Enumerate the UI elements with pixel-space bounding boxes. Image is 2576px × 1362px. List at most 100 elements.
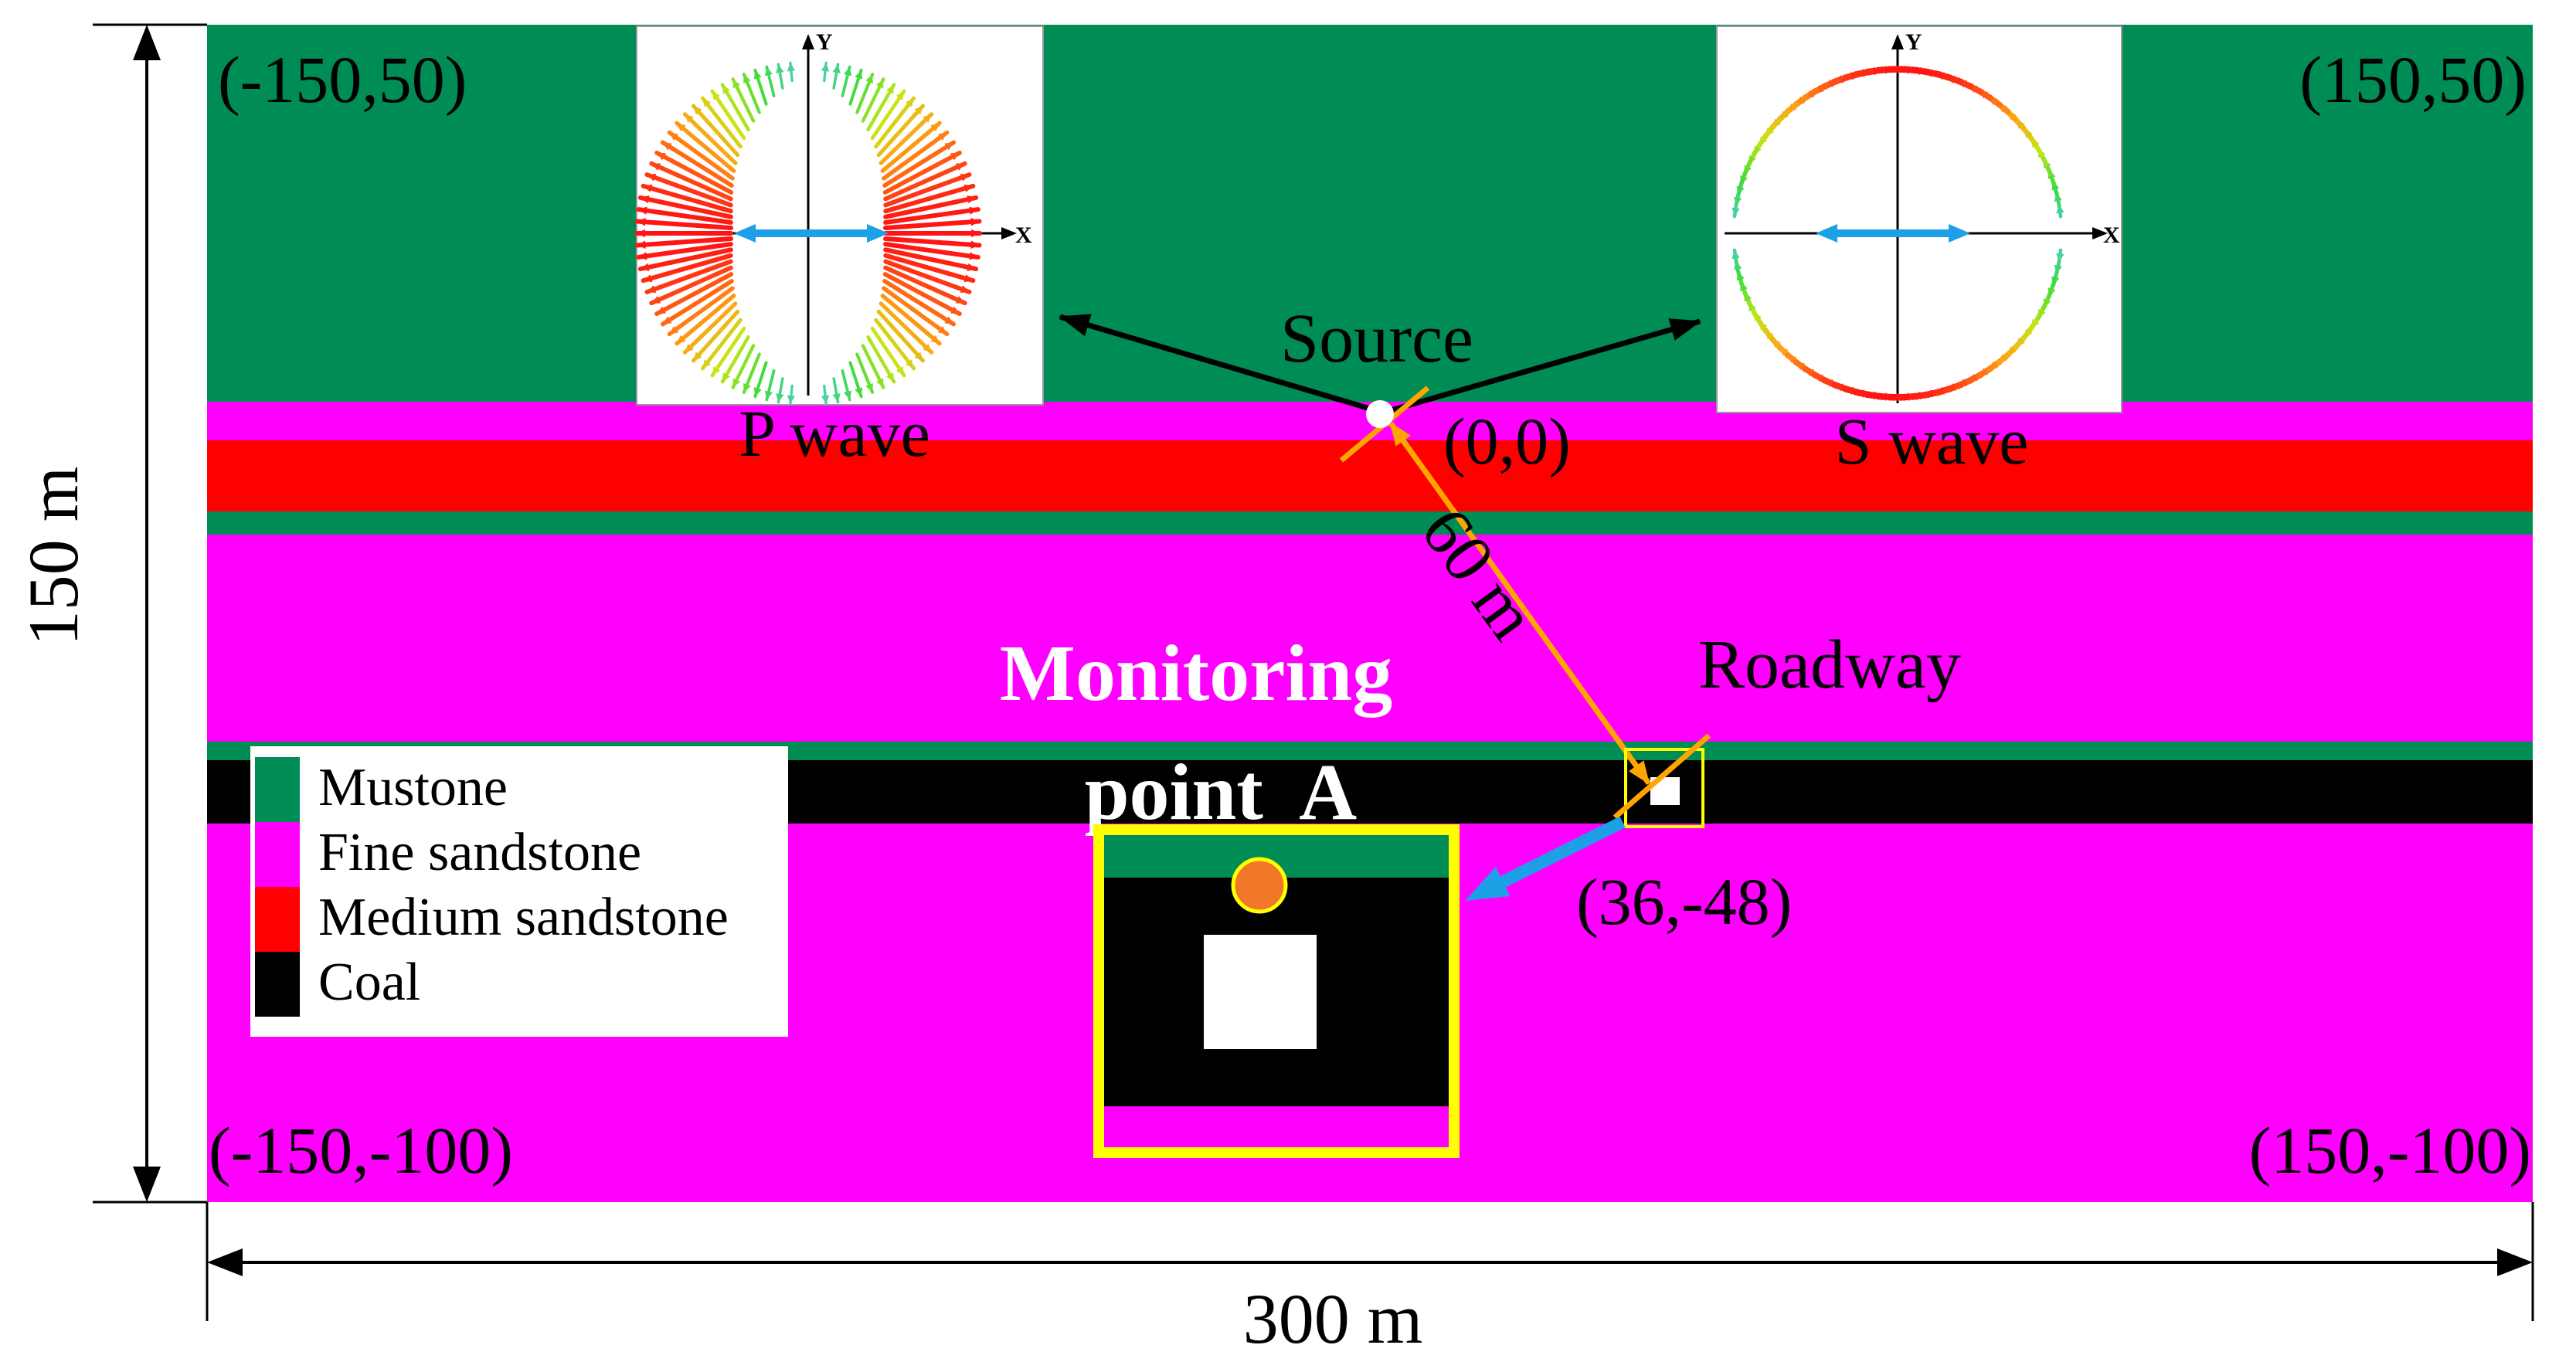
radiation-vector-head bbox=[865, 382, 873, 392]
radiation-vector-head bbox=[844, 66, 852, 76]
corner-top-right: (150,50) bbox=[2299, 42, 2527, 117]
radiation-vector-head bbox=[722, 84, 730, 94]
s-wave-inset: X Y bbox=[1716, 25, 2122, 413]
radiation-vector-head bbox=[960, 173, 970, 182]
p-wave-y-axis-label: Y bbox=[816, 29, 833, 55]
roadway-fault-line bbox=[1613, 733, 1711, 820]
radiation-vector-head bbox=[844, 390, 852, 400]
radiation-vector bbox=[883, 259, 972, 294]
radiation-vector-head bbox=[1772, 338, 1781, 348]
radiation-vector bbox=[882, 272, 962, 317]
radiation-vector bbox=[882, 286, 950, 337]
radiation-vector bbox=[710, 326, 746, 378]
legend-swatch bbox=[255, 822, 300, 887]
radiation-vector-head bbox=[970, 240, 980, 249]
radiation-vector-head bbox=[651, 296, 661, 304]
radiation-vector-head bbox=[2043, 298, 2051, 308]
radiation-vector-head bbox=[2031, 318, 2040, 328]
radiation-vector-head bbox=[2007, 346, 2017, 355]
zoom-roadway-opening bbox=[1204, 935, 1317, 1049]
s-wave-y-axis-label: Y bbox=[1905, 29, 1922, 55]
radiation-vector-head bbox=[930, 123, 940, 132]
roadway-coordinate: (36,-48) bbox=[1576, 864, 1792, 939]
height-dimension: 150 m bbox=[14, 23, 207, 1204]
radiation-vector-head bbox=[685, 343, 694, 353]
source-to-p-wave-arrow bbox=[1059, 314, 1384, 416]
radiation-vector-head bbox=[937, 132, 947, 141]
radiation-vector-head bbox=[886, 372, 894, 382]
radiation-vector-head bbox=[640, 195, 650, 204]
radiation-vector-head bbox=[638, 252, 647, 260]
radiation-vector bbox=[882, 140, 957, 188]
radiation-vector-head bbox=[676, 123, 686, 132]
radiation-vector bbox=[883, 253, 976, 284]
layer-mustone-thin bbox=[207, 511, 2533, 535]
radiation-vector-head bbox=[662, 316, 672, 324]
corner-top-left: (-150,50) bbox=[218, 42, 467, 117]
radiation-vector-head bbox=[855, 387, 863, 397]
radiation-vector bbox=[644, 259, 733, 294]
radiation-vector bbox=[876, 104, 926, 158]
radiation-vector-head bbox=[2048, 287, 2056, 297]
radiation-vector bbox=[720, 335, 750, 384]
radiation-vector bbox=[649, 161, 733, 202]
radiation-vector-head bbox=[764, 390, 773, 400]
monitoring-zoom-box bbox=[1093, 824, 1460, 1158]
radiation-vector-head bbox=[662, 142, 672, 151]
radiation-vector-head bbox=[905, 98, 914, 107]
radiation-vector bbox=[641, 253, 733, 284]
radiation-vector-head bbox=[787, 63, 796, 72]
radiation-vector-head bbox=[875, 79, 884, 89]
radiation-vector-head bbox=[855, 70, 863, 80]
radiation-vector bbox=[876, 309, 926, 363]
radiation-vector-head bbox=[1736, 271, 1745, 281]
radiation-vector-head bbox=[1740, 282, 1748, 291]
distance-line bbox=[1388, 421, 1651, 786]
radiation-vector-head bbox=[821, 395, 830, 404]
radiation-vector-head bbox=[969, 206, 978, 215]
radiation-vector-head bbox=[1968, 373, 1978, 382]
radiation-vector-head bbox=[1912, 391, 1922, 400]
radiation-vector-head bbox=[669, 132, 679, 141]
radiation-vector bbox=[883, 195, 979, 219]
radiation-vector bbox=[660, 140, 734, 188]
radiation-vector-head bbox=[875, 378, 884, 388]
legend-swatch bbox=[255, 757, 300, 822]
legend-swatch bbox=[255, 952, 300, 1017]
radiation-vector-head bbox=[914, 352, 923, 361]
roadway-label: Roadway bbox=[1698, 627, 1961, 703]
radiation-vector-head bbox=[1855, 389, 1865, 398]
layer-medium-sandstone bbox=[207, 440, 2533, 511]
radiation-vector bbox=[883, 207, 980, 225]
radiation-vector bbox=[883, 172, 972, 208]
radiation-vector-head bbox=[967, 195, 977, 204]
radiation-vector-head bbox=[1867, 391, 1876, 400]
radiation-vector bbox=[883, 265, 967, 306]
radiation-vector-head bbox=[1759, 321, 1768, 331]
p-wave-inset: X Y bbox=[634, 25, 1044, 406]
radiation-vector-head bbox=[1731, 250, 1740, 260]
radiation-vector bbox=[641, 183, 733, 214]
radiation-vector bbox=[720, 83, 750, 132]
radiation-vector-head bbox=[1734, 260, 1742, 270]
radiation-vector bbox=[880, 121, 942, 173]
radiation-vector-head bbox=[832, 64, 841, 73]
width-dimension: 300 m bbox=[206, 1202, 2534, 1358]
radiation-vector-head bbox=[955, 163, 965, 171]
radiation-vector-head bbox=[722, 372, 730, 382]
radiation-vector bbox=[691, 104, 740, 158]
radiation-vector-head bbox=[944, 316, 954, 324]
radiation-vector-head bbox=[643, 184, 653, 192]
radiation-vector bbox=[637, 195, 733, 219]
radiation-vector-head bbox=[865, 74, 873, 84]
radiation-vector-head bbox=[776, 64, 784, 73]
s-wave-radiation-arrows bbox=[1731, 65, 2065, 402]
radiation-vector bbox=[667, 286, 735, 337]
source-point bbox=[1366, 400, 1394, 428]
radiation-vector-head bbox=[1779, 347, 1789, 356]
radiation-vector bbox=[700, 318, 743, 371]
radiation-vector bbox=[880, 294, 942, 346]
radiation-vector-head bbox=[971, 229, 980, 238]
radiation-vector-head bbox=[1744, 292, 1752, 302]
source-coordinate: (0,0) bbox=[1443, 404, 1571, 478]
